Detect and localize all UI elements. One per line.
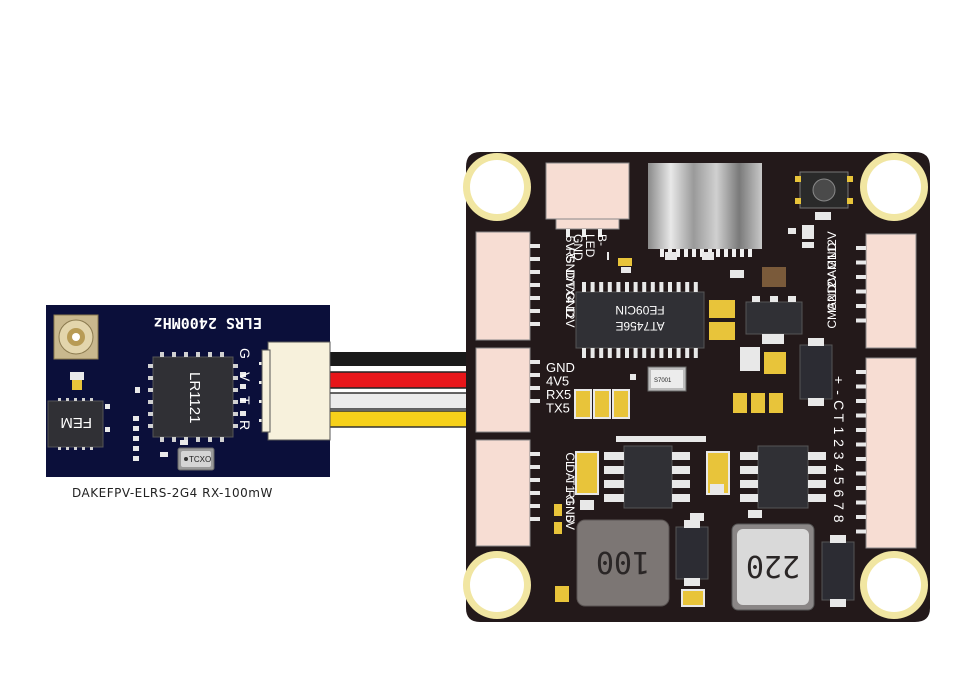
pad-label: 6 xyxy=(831,490,847,498)
pad-label: GND xyxy=(563,254,577,281)
osd-chip-label-1: AT7456E xyxy=(615,319,664,333)
mount-holes xyxy=(463,153,928,619)
receiver-connector xyxy=(259,341,331,441)
pad-label: CMA2 xyxy=(825,295,839,329)
receiver-title: ELRS 2400MHz xyxy=(154,314,262,332)
pad-label: TX4 xyxy=(563,281,577,303)
pad-label: DA xyxy=(563,464,577,481)
fem-chip: FEM xyxy=(47,398,104,450)
pad-label: R5 xyxy=(563,248,577,264)
pad-label: GND xyxy=(563,497,577,524)
pad-label: 5V xyxy=(563,236,577,251)
pad-label: T xyxy=(831,414,847,423)
pad-label: 4 xyxy=(831,464,847,472)
tcxo: TCXO xyxy=(177,447,215,471)
pad-label: GND xyxy=(825,242,839,269)
pad-label: 12V xyxy=(825,273,839,294)
right-bot-labels: + - CT 1 2 3 4 5 6 7 8 xyxy=(831,376,847,523)
pad-label: CL xyxy=(563,452,577,468)
lr1121-chip: LR1121 xyxy=(148,352,238,442)
wire-yellow xyxy=(324,410,481,428)
wire-black xyxy=(325,352,480,366)
inductor-right: 220 xyxy=(731,523,815,611)
tcxo-label: TCXO xyxy=(189,455,211,464)
pad-label: - xyxy=(831,390,847,395)
pad-label: GND xyxy=(563,291,577,318)
pad-label: GND xyxy=(546,360,575,375)
small-chip-label: S7001 xyxy=(654,378,672,384)
pad-label: 12V xyxy=(825,231,839,252)
mosfet-left xyxy=(604,445,690,509)
receiver-caption: DAKEFPV-ELRS-2G4 RX-100mW xyxy=(72,486,273,500)
pad-label: 5V xyxy=(563,515,577,530)
pad-label: CAM1 xyxy=(825,253,839,287)
mosfet-right xyxy=(740,445,826,509)
ufl-connector xyxy=(53,314,99,360)
fc-top-connector xyxy=(545,162,630,237)
diode-bottom-right xyxy=(821,535,855,607)
pad-label: + xyxy=(831,376,847,384)
pin-label-v: V xyxy=(237,372,253,382)
fem-label: FEM xyxy=(60,414,92,431)
pad-led: LED xyxy=(583,234,597,258)
osd-chip: AT7456E FE09CIN xyxy=(575,282,705,358)
pad-label: T1 xyxy=(563,478,577,492)
pad-label: 4V5 xyxy=(546,374,569,389)
diode-bottom-left xyxy=(675,520,709,586)
pad-label: 7 xyxy=(831,502,847,510)
pad-label: 8 xyxy=(831,515,847,523)
pad-gnd-top: GND xyxy=(571,234,585,261)
regulator-top xyxy=(745,296,803,344)
pad-label: R1 xyxy=(563,490,577,506)
pad-label: RX5 xyxy=(546,387,571,402)
pad-label: 3 xyxy=(831,452,847,460)
fc-right-connectors xyxy=(856,233,917,549)
inductor-right-label: 220 xyxy=(746,548,800,583)
pin-label-t: T xyxy=(237,396,253,405)
small-chip: S7001 xyxy=(647,366,687,392)
pad-label: GND xyxy=(825,284,839,311)
cap-brown xyxy=(762,267,786,287)
inductor-left-label: 100 xyxy=(596,544,650,579)
wire-red xyxy=(324,371,481,389)
osd-chip-label-2: FE09CIN xyxy=(615,303,664,317)
pad-label: 5 xyxy=(831,477,847,485)
pad-label: C xyxy=(831,400,847,410)
wire-harness xyxy=(324,352,481,428)
pad-label: 2 xyxy=(831,439,847,447)
wire-white xyxy=(324,392,481,410)
pin-label-g: G xyxy=(237,348,253,359)
flight-controller: B- LED GND xyxy=(463,152,930,622)
pad-label: 12V xyxy=(563,306,577,327)
pad-label: D/V xyxy=(563,270,577,290)
pad-label: 1 xyxy=(831,427,847,435)
elrs-receiver: ELRS 2400MHz xyxy=(46,305,331,477)
fc-left-connectors xyxy=(475,231,540,547)
pin-label-r: R xyxy=(237,420,253,430)
inductor-left: 100 xyxy=(576,519,670,607)
usb-connector xyxy=(648,163,762,257)
pad-b-minus: B- xyxy=(595,234,609,246)
diode-right xyxy=(799,338,833,406)
pad-label: TX5 xyxy=(546,401,570,416)
boot-button xyxy=(795,171,853,209)
chip-label: LR1121 xyxy=(186,372,203,423)
